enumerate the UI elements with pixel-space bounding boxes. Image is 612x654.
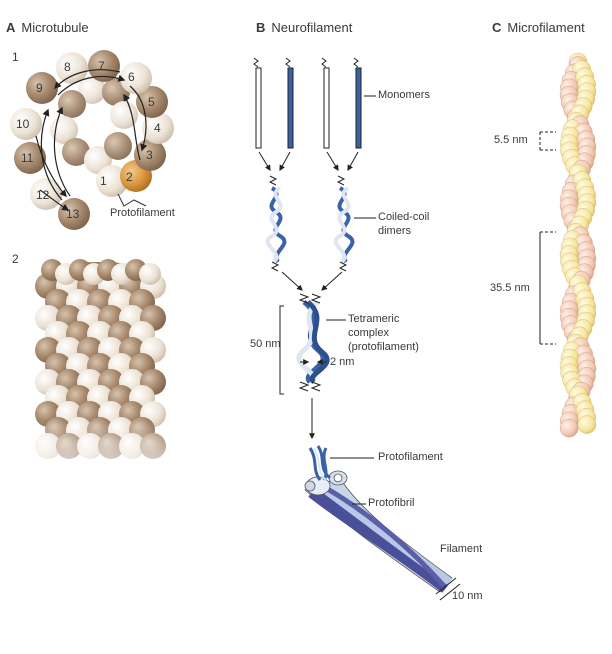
actin-repeat-label: 35.5 nm bbox=[490, 282, 530, 294]
subunit-number: 9 bbox=[36, 81, 43, 95]
protofibril-label: Protofibril bbox=[368, 497, 415, 509]
microfilament-scale bbox=[539, 131, 556, 345]
monomers-label: Monomers bbox=[378, 89, 430, 101]
panel-b-title: Neurofilament bbox=[271, 20, 353, 35]
subunit-number: 1 bbox=[100, 174, 107, 188]
dimers-label-2: dimers bbox=[378, 225, 412, 237]
subunit-number: 12 bbox=[36, 188, 50, 202]
subunit-number: 8 bbox=[64, 60, 71, 74]
width-2nm-label: 2 nm bbox=[330, 356, 355, 368]
panel-c-header: C Microfilament bbox=[492, 20, 585, 35]
subunit-number: 6 bbox=[128, 70, 135, 84]
tetramer-label-3: (protofilament) bbox=[348, 341, 419, 353]
panel-b-header: B Neurofilament bbox=[256, 20, 352, 35]
actin-monomer bbox=[559, 418, 579, 438]
panel-b-letter: B bbox=[256, 20, 266, 35]
tubulin-subunit bbox=[139, 263, 161, 285]
tetramer-label-1: Tetrameric bbox=[348, 313, 400, 325]
tetramer-label-2: complex bbox=[348, 327, 389, 339]
subunit-number: 5 bbox=[148, 95, 155, 109]
panel-a-letter: A bbox=[6, 20, 16, 35]
subunit-number: 7 bbox=[98, 59, 105, 73]
neurofilament-filament bbox=[304, 445, 461, 601]
actin-spacing-label: 5.5 nm bbox=[494, 134, 528, 146]
subunit-number: 3 bbox=[146, 148, 153, 162]
panel-c-letter: C bbox=[492, 20, 502, 35]
protofilament-label-a: Protofilament bbox=[110, 207, 175, 219]
length-50nm-label: 50 nm bbox=[250, 338, 281, 350]
panel-c-title: Microfilament bbox=[507, 20, 585, 35]
panel-a-header: A Microtubule bbox=[6, 20, 89, 35]
filament-label: Filament bbox=[440, 543, 483, 555]
subpanel-1-label: 1 bbox=[12, 50, 19, 64]
subunit-number: 2 bbox=[126, 170, 133, 184]
subpanel-2-label: 2 bbox=[12, 252, 19, 266]
filament-width-label: 10 nm bbox=[452, 590, 483, 602]
subunit-number: 11 bbox=[21, 151, 34, 165]
subunit-number: 4 bbox=[154, 121, 161, 135]
neurofilament-assembly bbox=[253, 57, 376, 440]
subunit-number: 10 bbox=[16, 117, 30, 131]
microtubule-ring bbox=[10, 50, 174, 230]
actin-monomer bbox=[577, 415, 597, 434]
subunit-number: 13 bbox=[66, 207, 80, 221]
protofilament-label-b: Protofilament bbox=[378, 451, 443, 463]
panel-a-title: Microtubule bbox=[21, 20, 89, 35]
dimers-label-1: Coiled-coil bbox=[378, 211, 430, 223]
actin-beads bbox=[559, 52, 597, 438]
